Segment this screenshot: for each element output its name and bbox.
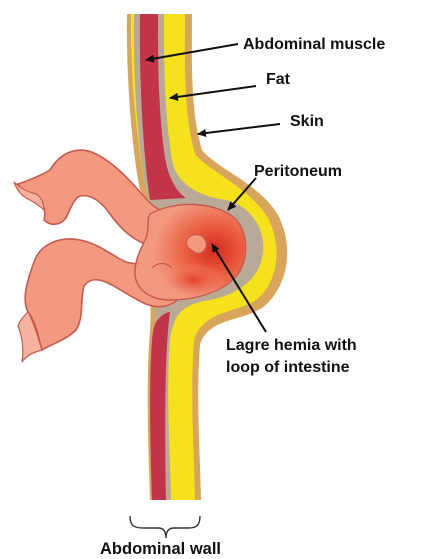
abdominal-wall-brace	[130, 516, 200, 538]
label-fat: Fat	[266, 71, 291, 88]
arrow-skin	[198, 124, 280, 134]
label-peritoneum: Peritoneum	[254, 163, 342, 180]
label-hernia-line2: loop of intestine	[226, 359, 350, 376]
label-skin: Skin	[290, 113, 324, 130]
label-hernia-line1: Lagre hemia with	[226, 337, 357, 354]
inflammation-glow	[156, 262, 224, 298]
label-abdominal-muscle: Abdominal muscle	[243, 36, 385, 53]
label-abdominal-wall: Abdominal wall	[100, 540, 221, 558]
